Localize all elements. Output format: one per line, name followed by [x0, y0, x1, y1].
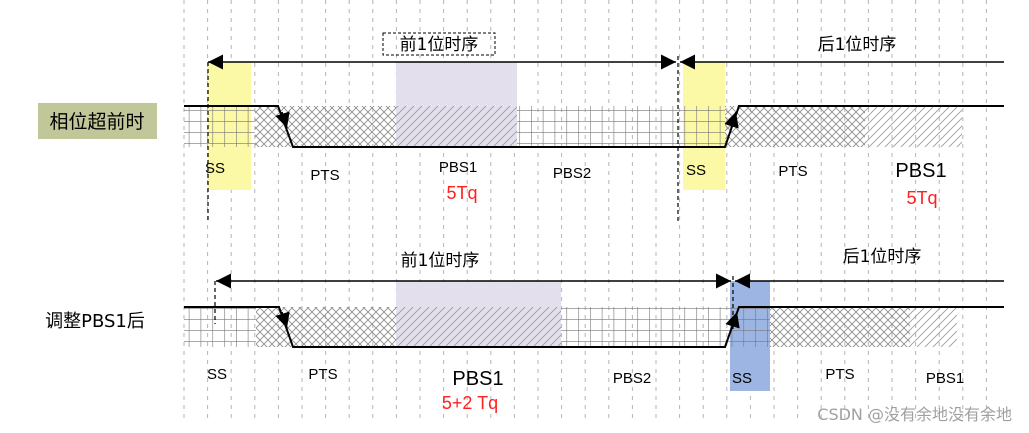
pbs1-label: PBS1 — [895, 160, 946, 182]
pbs2-segment — [561, 307, 770, 347]
pbs1-segment — [865, 106, 962, 147]
pbs2-label: PBS2 — [613, 370, 651, 387]
pbs1-segment — [396, 106, 517, 147]
ss-label: SS — [732, 370, 752, 387]
pts-label: PTS — [310, 167, 339, 184]
edge-arrow — [275, 111, 290, 129]
pbs1-segment — [396, 307, 561, 347]
row-phase-lead: 前1位时序 后1位时序 相位超前时 SS PTS PBS1 5Tq PBS2 S… — [38, 32, 1004, 222]
ss-label: SS — [205, 160, 225, 177]
ss-segment — [184, 307, 256, 347]
prev-bit-label-box — [382, 32, 496, 56]
pbs1-length: 5Tq — [906, 188, 937, 208]
prev-bit-label: 前1位时序 — [400, 35, 479, 55]
watermark: CSDN @没有余地没有余地 — [817, 405, 1012, 424]
signal-waveform — [184, 306, 1004, 348]
pbs1-label: PBS1 — [452, 368, 503, 390]
pbs1-label: PBS1 — [926, 370, 964, 387]
signal-waveform — [184, 105, 1004, 148]
pts-label: PTS — [825, 366, 854, 383]
pbs2-segment — [517, 106, 725, 147]
row-label: 相位超前时 — [49, 111, 144, 133]
pts-segment — [770, 307, 910, 347]
pts-segment — [256, 307, 396, 347]
ss-segment — [184, 106, 255, 147]
row-label-bg — [38, 103, 157, 139]
pbs1-length: 5+2 Tq — [442, 393, 498, 413]
edge-arrow — [724, 111, 739, 129]
pts-label: PTS — [308, 366, 337, 383]
pbs1-length: 5Tq — [446, 183, 477, 203]
next-bit-label: 后1位时序 — [843, 247, 922, 267]
edge-arrow — [275, 311, 290, 329]
time-quanta-gridlines — [183, 0, 987, 420]
prev-bit-label: 前1位时序 — [401, 251, 480, 271]
pts-segment — [255, 106, 396, 147]
pbs1-segment — [910, 307, 957, 347]
ss-label: SS — [686, 162, 706, 179]
row-after-pbs1-adjust: 前1位时序 后1位时序 调整PBS1后 SS PTS PBS1 5+2 Tq P… — [45, 247, 1004, 413]
row-label: 调整PBS1后 — [45, 311, 145, 332]
pbs1-label: PBS1 — [439, 159, 477, 176]
pts-segment — [725, 106, 865, 147]
next-bit-label: 后1位时序 — [818, 35, 897, 55]
pbs2-label: PBS2 — [553, 165, 591, 182]
ss-label: SS — [207, 366, 227, 383]
pts-label: PTS — [778, 163, 807, 180]
